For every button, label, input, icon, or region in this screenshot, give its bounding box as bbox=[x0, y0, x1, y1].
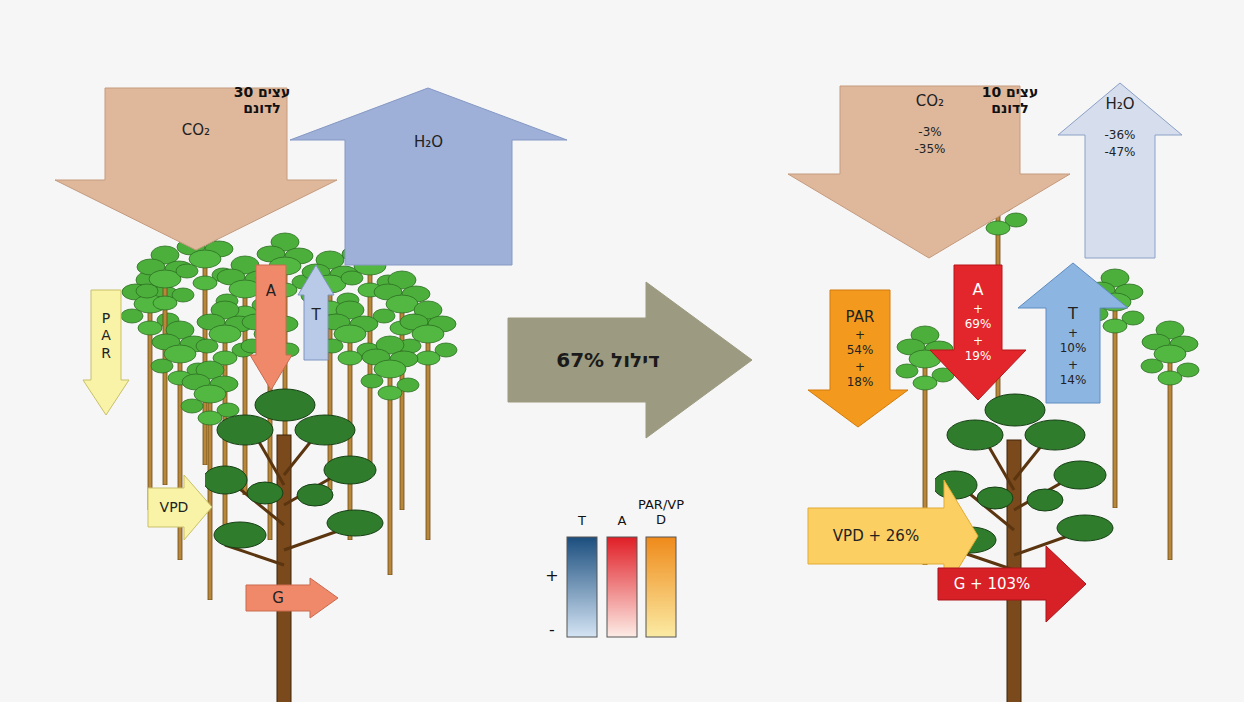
arrow-shape bbox=[290, 88, 567, 265]
vpd-arrow: VPD bbox=[148, 475, 212, 540]
arrow-label: H₂O bbox=[414, 133, 443, 152]
text-area: 67% דילול bbox=[508, 318, 708, 402]
text-area: T bbox=[304, 295, 328, 335]
text-area: H₂O -36% -47% bbox=[1085, 95, 1155, 195]
assimilation-arrow: A+ 69%+ 19% bbox=[930, 265, 1026, 400]
change-value: -35% bbox=[914, 142, 945, 157]
arrow-label: PAR bbox=[99, 310, 113, 363]
arrow-outline bbox=[83, 290, 129, 415]
text-area: T+ 10%+ 14% bbox=[1046, 293, 1100, 399]
arrow-outline bbox=[1018, 263, 1128, 403]
h2o-arrow: H₂O bbox=[290, 88, 567, 265]
scale-minus: - bbox=[543, 620, 561, 639]
arrow-outline bbox=[148, 475, 212, 540]
arrow-shape bbox=[55, 88, 337, 250]
arrow-outline bbox=[250, 265, 292, 390]
thinning-arrow: 67% דילול bbox=[508, 282, 752, 438]
arrow-outline bbox=[938, 546, 1086, 622]
arrow-label: T bbox=[311, 306, 320, 325]
scale-plus: + bbox=[543, 566, 561, 585]
arrow-label: CO₂ bbox=[916, 92, 944, 111]
change-value: + 54% bbox=[847, 328, 874, 358]
arrow-outline bbox=[1058, 83, 1182, 258]
change-value: + 18% bbox=[847, 360, 874, 390]
co2-arrow: CO₂ bbox=[55, 88, 337, 250]
legend-label: PAR/VPD bbox=[636, 498, 686, 528]
text-area: VPD bbox=[148, 488, 200, 527]
pine-tree bbox=[1141, 321, 1199, 560]
assimilation-arrow: A bbox=[250, 265, 292, 390]
focal-tree bbox=[203, 389, 383, 702]
change-value: -36% bbox=[1104, 128, 1135, 143]
arrow-label: 67% דילול bbox=[556, 348, 660, 373]
arrow-label: G bbox=[272, 589, 284, 608]
arrow-shape bbox=[246, 578, 338, 618]
arrow-outline bbox=[298, 265, 334, 360]
legend-swatch bbox=[567, 537, 597, 637]
arrow-label: CO₂ bbox=[182, 121, 210, 140]
legend-swatch bbox=[646, 537, 676, 637]
arrow-outline bbox=[246, 578, 338, 618]
text-area: VPD + 26% bbox=[808, 508, 944, 564]
legend-label: T bbox=[567, 514, 597, 529]
text-area: G + 103% bbox=[938, 568, 1046, 600]
change-value: + 69% bbox=[965, 302, 992, 332]
change-value: + 19% bbox=[965, 334, 992, 364]
h2o-arrow: H₂O -36% -47% bbox=[1058, 83, 1182, 258]
arrow-label: A bbox=[266, 282, 276, 301]
arrow-outline bbox=[55, 88, 337, 250]
text-area: PAR bbox=[91, 294, 121, 378]
arrow-outline bbox=[808, 290, 908, 427]
text-area: A+ 69%+ 19% bbox=[954, 267, 1002, 377]
growth-arrow: G bbox=[246, 578, 338, 618]
par-arrow: PAR bbox=[83, 290, 129, 415]
text-area: G bbox=[246, 585, 310, 611]
growth-arrow: G + 103% bbox=[938, 546, 1086, 622]
arrow-label: PAR bbox=[846, 308, 875, 327]
change-value: -3% bbox=[918, 125, 941, 140]
transpiration-arrow: T+ 10%+ 14% bbox=[1018, 263, 1128, 403]
arrow-label: VPD bbox=[160, 499, 189, 517]
pine-tree bbox=[361, 336, 419, 575]
change-value: -47% bbox=[1104, 145, 1135, 160]
pine-tree bbox=[399, 301, 457, 540]
arrow-label: A bbox=[973, 280, 984, 300]
arrow-label: G + 103% bbox=[954, 575, 1031, 594]
text-area: H₂O bbox=[345, 122, 512, 162]
arrow-label: H₂O bbox=[1105, 95, 1134, 114]
arrow-outline bbox=[508, 282, 752, 438]
stand-density: 10 עצים לדונם bbox=[970, 84, 1050, 116]
change-value: + 14% bbox=[1060, 358, 1087, 388]
stand-density: 30 עצים לדונם bbox=[222, 84, 302, 116]
change-value: + 10% bbox=[1060, 326, 1087, 356]
text-area: PAR+ 54%+ 18% bbox=[830, 294, 890, 404]
arrow-label: T bbox=[1068, 304, 1078, 324]
par-arrow: PAR+ 54%+ 18% bbox=[808, 290, 908, 427]
transpiration-arrow: T bbox=[298, 265, 334, 360]
legend-label: A bbox=[607, 514, 637, 529]
arrow-label: VPD + 26% bbox=[833, 527, 919, 546]
legend-bars bbox=[567, 537, 676, 637]
arrow-outline bbox=[290, 88, 567, 265]
legend-swatch bbox=[607, 537, 637, 637]
text-area: A bbox=[256, 271, 286, 311]
arrow-outline bbox=[930, 265, 1026, 400]
